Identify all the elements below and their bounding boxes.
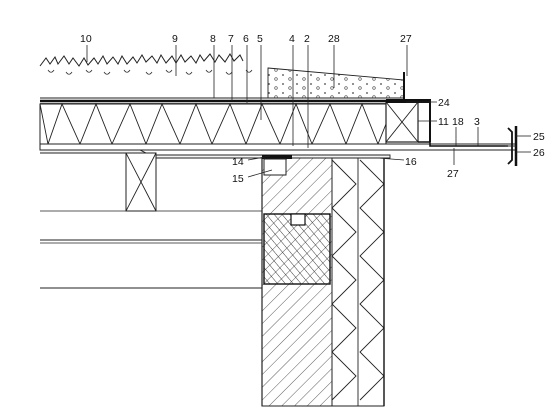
leader-lines	[86, 45, 531, 178]
vertical-stud	[125, 152, 157, 212]
label-25: 25	[533, 131, 545, 143]
wall-insulation	[331, 157, 385, 407]
label-27-bottom: 27	[447, 168, 459, 180]
label-6: 6	[243, 33, 249, 45]
insulation-layer	[39, 102, 387, 146]
label-10: 10	[80, 33, 92, 45]
label-3: 3	[474, 116, 480, 128]
edge-timber	[385, 99, 431, 143]
label-18: 18	[452, 116, 464, 128]
label-5: 5	[257, 33, 263, 45]
label-14: 14	[232, 156, 244, 168]
label-27-top: 27	[400, 33, 412, 45]
label-26: 26	[533, 147, 545, 159]
gravel-layer	[39, 53, 268, 99]
ring-beam	[263, 213, 331, 285]
membrane-layers	[40, 97, 404, 104]
label-15: 15	[232, 173, 244, 185]
label-4: 4	[289, 33, 295, 45]
label-24: 24	[438, 97, 450, 109]
label-8: 8	[210, 33, 216, 45]
upstand-flashing	[388, 72, 405, 101]
label-9: 9	[172, 33, 178, 45]
gravel-strip-wedge	[267, 67, 405, 99]
interior-lines	[40, 210, 262, 289]
label-2: 2	[304, 33, 310, 45]
soffit-board	[40, 149, 391, 159]
callout-labels: 10 9 8 7 6 5 4 2 28 27 24 11 18 3 25 26 …	[80, 33, 545, 185]
edge-profile	[505, 126, 518, 166]
label-28: 28	[328, 33, 340, 45]
label-7: 7	[228, 33, 234, 45]
label-16: 16	[405, 156, 417, 168]
label-11: 11	[438, 116, 449, 128]
